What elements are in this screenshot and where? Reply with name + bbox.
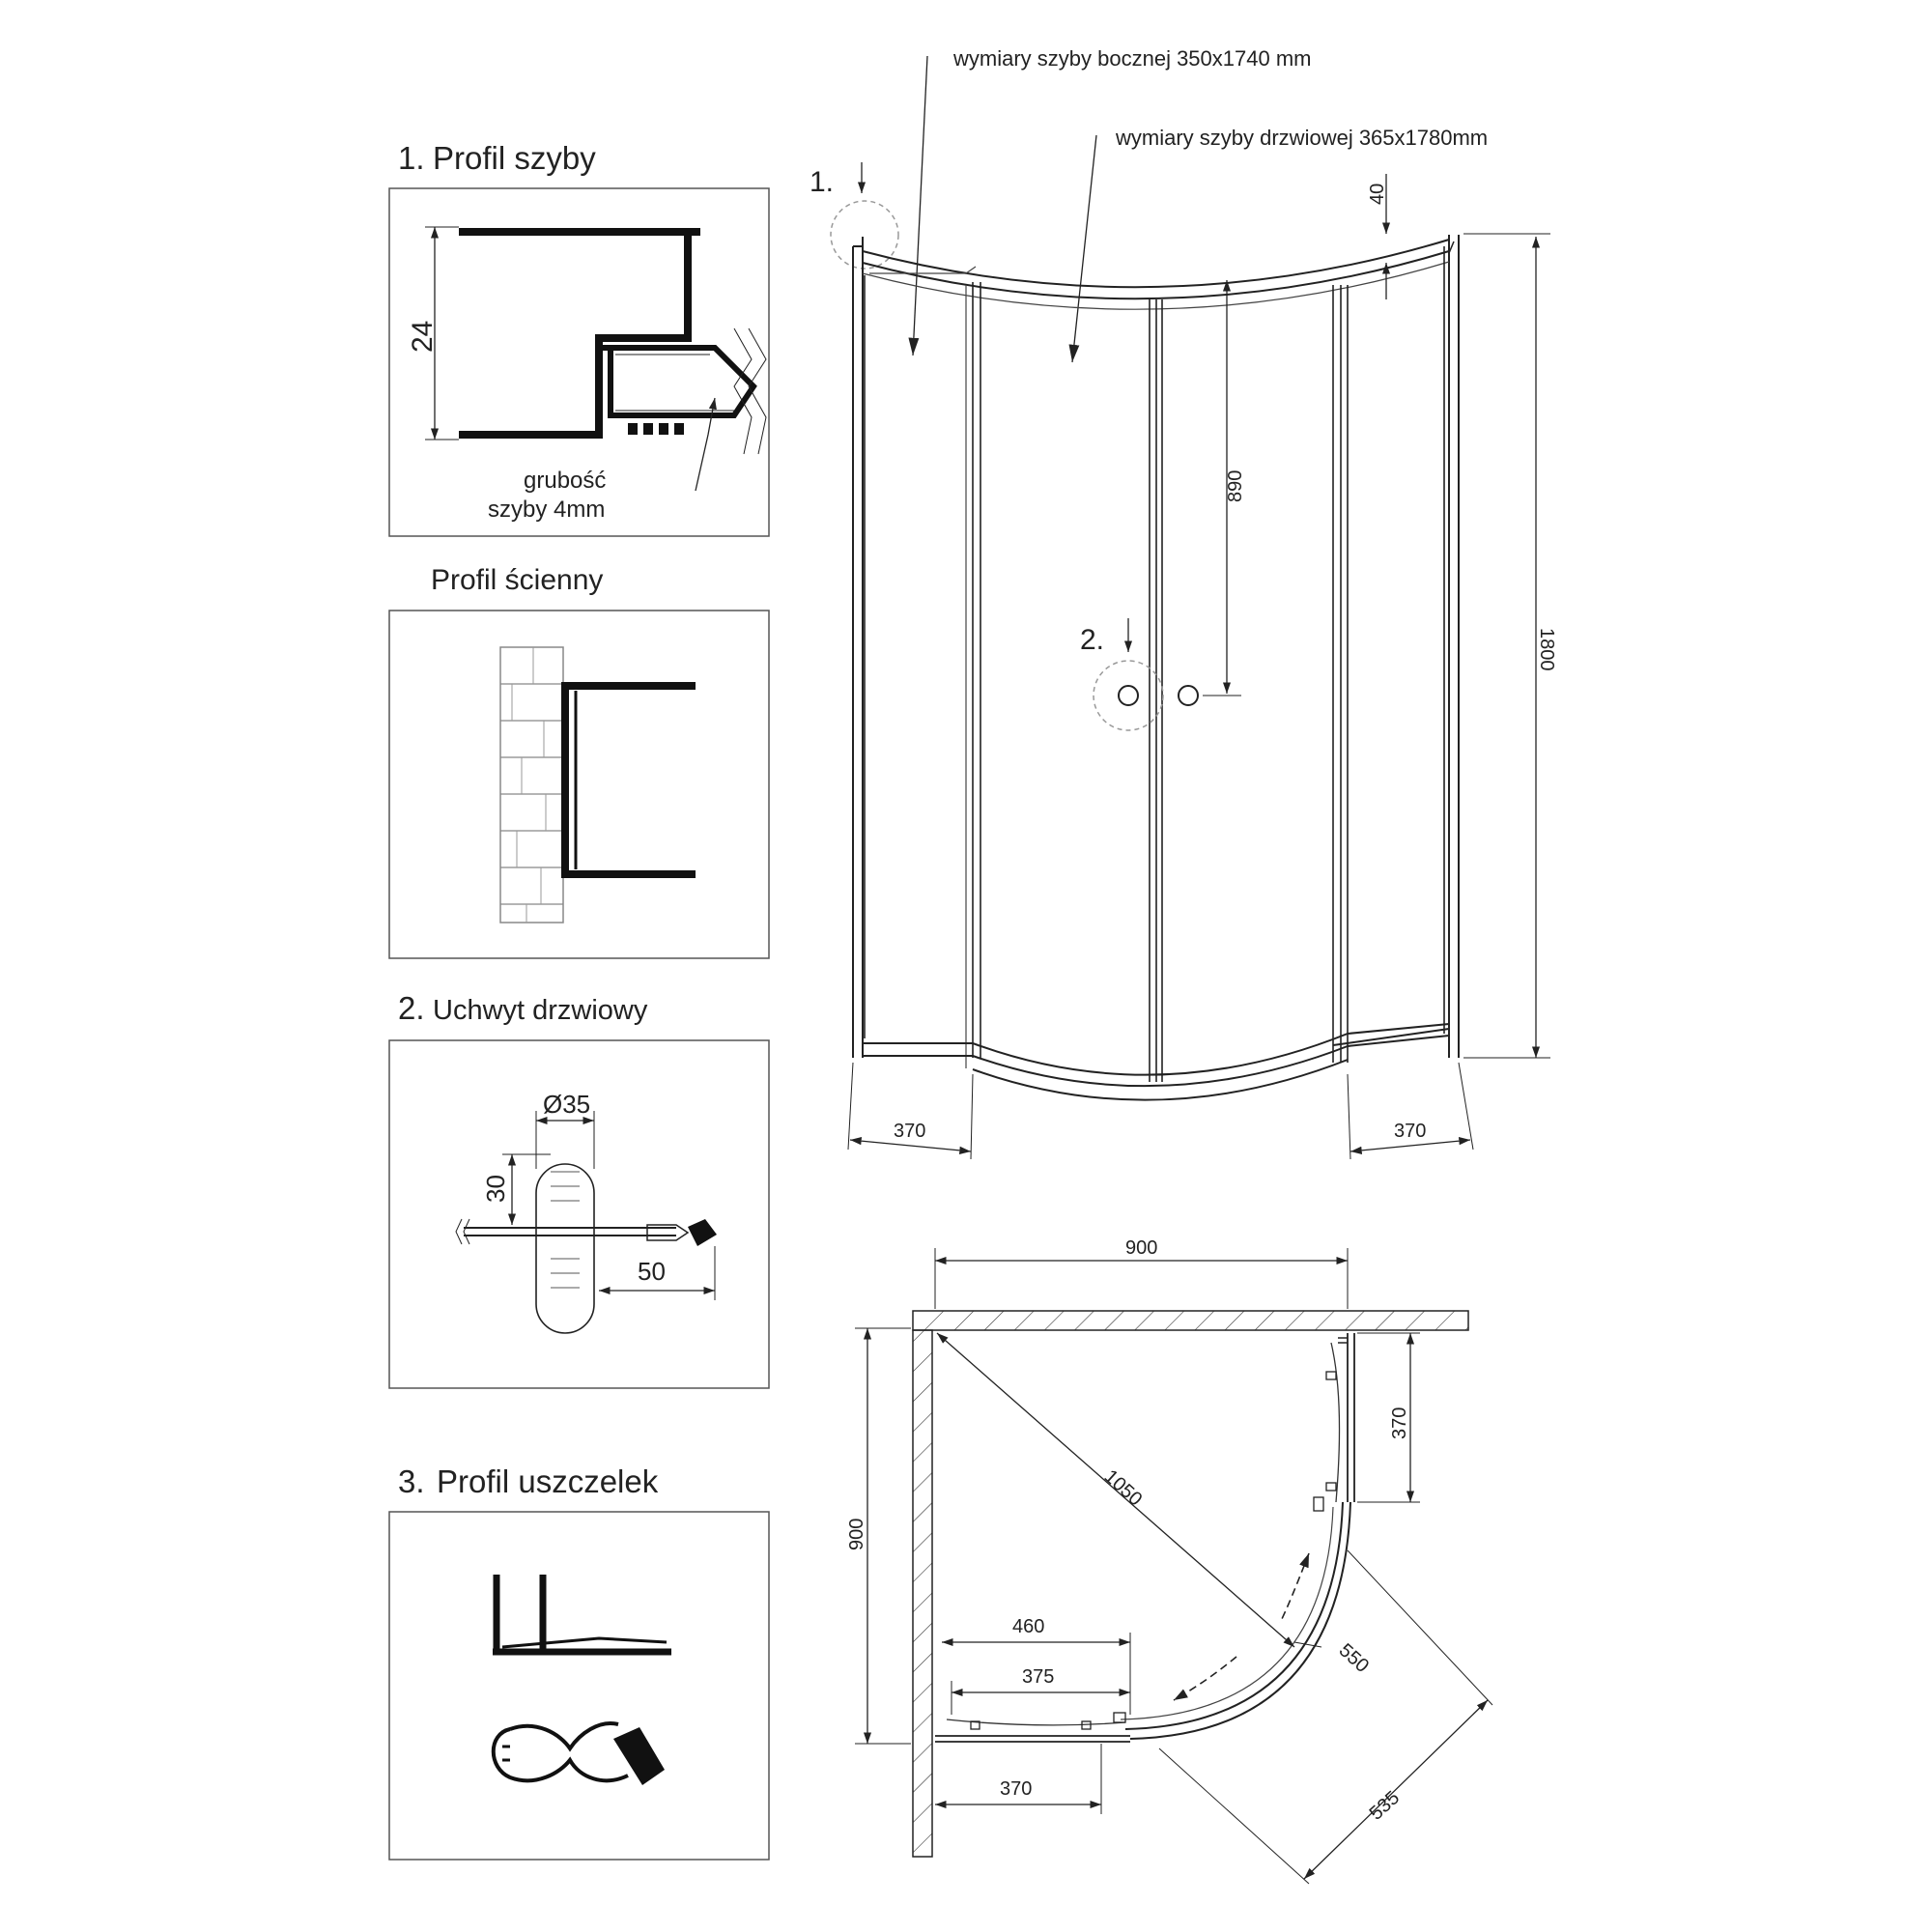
door-handle-left — [1118, 685, 1139, 706]
glass-profile-outline — [459, 228, 700, 439]
glass-pane-section — [599, 345, 757, 418]
dim-890-label: 890 — [1225, 470, 1246, 502]
dim-550-label: 550 — [1335, 1639, 1374, 1677]
dim-50-label: 50 — [638, 1257, 666, 1286]
dim-diagonal-1050-line — [936, 1332, 1295, 1648]
seal-teeth — [628, 423, 684, 435]
wall-profile-panel: Profil ścienny — [388, 564, 770, 959]
thickness-note-line2: szyby 4mm — [488, 497, 605, 523]
dim-1800-label: 1800 — [1536, 628, 1557, 671]
side-panel-right — [1332, 285, 1349, 1063]
plan-view: 900 900 370 1050 550 — [846, 1237, 1493, 1885]
side-glass-note: wymiary szyby bocznej 350x1740 mm — [952, 46, 1311, 71]
side-wall — [912, 1329, 933, 1858]
handle-knob — [535, 1163, 595, 1334]
glass-profile-title-number: 1. — [398, 140, 425, 176]
dim-left-370-line — [849, 1137, 972, 1154]
glass-profile-title: Profil szyby — [433, 140, 596, 176]
back-wall — [912, 1310, 1469, 1331]
side-panel-left — [864, 275, 981, 1058]
door-handle-right — [1178, 685, 1199, 706]
door-slide-arrow-2 — [1173, 1656, 1237, 1701]
wall-profile-box — [388, 610, 770, 959]
seal-profile-title: Profil uszczelek — [437, 1463, 659, 1499]
left-wall-profile — [852, 246, 864, 1058]
seal-profile-box — [388, 1511, 770, 1861]
dim-right-370-line — [1350, 1137, 1471, 1154]
handle-seal-end — [688, 1219, 717, 1246]
dim-bottom-370-label: 370 — [1000, 1778, 1032, 1800]
dim-535-label: 535 — [1366, 1787, 1405, 1825]
callout-1-circle — [830, 200, 899, 270]
curved-door-outer — [1129, 1501, 1351, 1740]
dim-535-line — [1303, 1699, 1489, 1880]
thickness-arrow — [695, 397, 717, 492]
door-glass-note: wymiary szyby drzwiowej 365x1780mm — [1115, 126, 1488, 150]
bottom-rail — [863, 1023, 1450, 1076]
dim-right-370-label: 370 — [1394, 1121, 1426, 1142]
door-glass-leader — [1068, 134, 1097, 363]
callout-2-circle — [1093, 660, 1164, 731]
glass-profile-box — [388, 187, 770, 537]
bottom-side-glass — [935, 1735, 1130, 1743]
door-handle-panel: 2. Uchwyt drzwiowy Ø35 30 50 — [388, 990, 770, 1389]
callout-1: 1. — [810, 166, 834, 198]
wall-profile-outline — [561, 682, 696, 878]
dim-30-label: 30 — [481, 1175, 510, 1203]
dim-24-label: 24 — [407, 321, 439, 353]
dim-diameter-label: Ø35 — [543, 1090, 590, 1119]
dim-375-label: 375 — [1022, 1666, 1054, 1688]
top-rail — [862, 239, 1450, 289]
dim-diagonal-1050-label: 1050 — [1100, 1465, 1147, 1510]
glass-profile-panel: 1. Profil szyby 24 grubość szyby 4mm — [388, 140, 770, 537]
door-handle-title: Uchwyt drzwiowy — [433, 995, 648, 1026]
seal-flat-profile — [493, 1575, 671, 1656]
break-line — [733, 327, 753, 455]
right-side-glass — [1347, 1333, 1355, 1502]
door-handle-title-number: 2. — [398, 990, 425, 1026]
dim-right-370-plan-label: 370 — [1389, 1407, 1410, 1439]
dim-top-900-label: 900 — [1125, 1237, 1157, 1259]
dim-left-370-label: 370 — [894, 1121, 925, 1142]
dim-40-label: 40 — [1367, 184, 1388, 205]
door-meeting-profile — [1149, 299, 1163, 1082]
thickness-note-line1: grubość — [524, 468, 606, 494]
seal-profile-panel: 3. Profil uszczelek — [388, 1463, 770, 1861]
dim-left-900-label: 900 — [846, 1519, 867, 1550]
seal-profile-title-number: 3. — [398, 1463, 425, 1499]
dim-460-label: 460 — [1012, 1616, 1044, 1637]
front-view: wymiary szyby bocznej 350x1740 mm wymiar… — [810, 46, 1557, 1160]
curved-door-inner — [1124, 1501, 1344, 1730]
callout-2: 2. — [1080, 624, 1104, 656]
seal-bubble-profile — [491, 1721, 629, 1783]
break-mark — [455, 1218, 470, 1245]
wall-profile-title: Profil ścienny — [431, 564, 603, 596]
side-glass-leader — [908, 55, 928, 356]
door-slide-arrow-1 — [1279, 1552, 1310, 1624]
right-wall-profile — [1448, 235, 1460, 1058]
